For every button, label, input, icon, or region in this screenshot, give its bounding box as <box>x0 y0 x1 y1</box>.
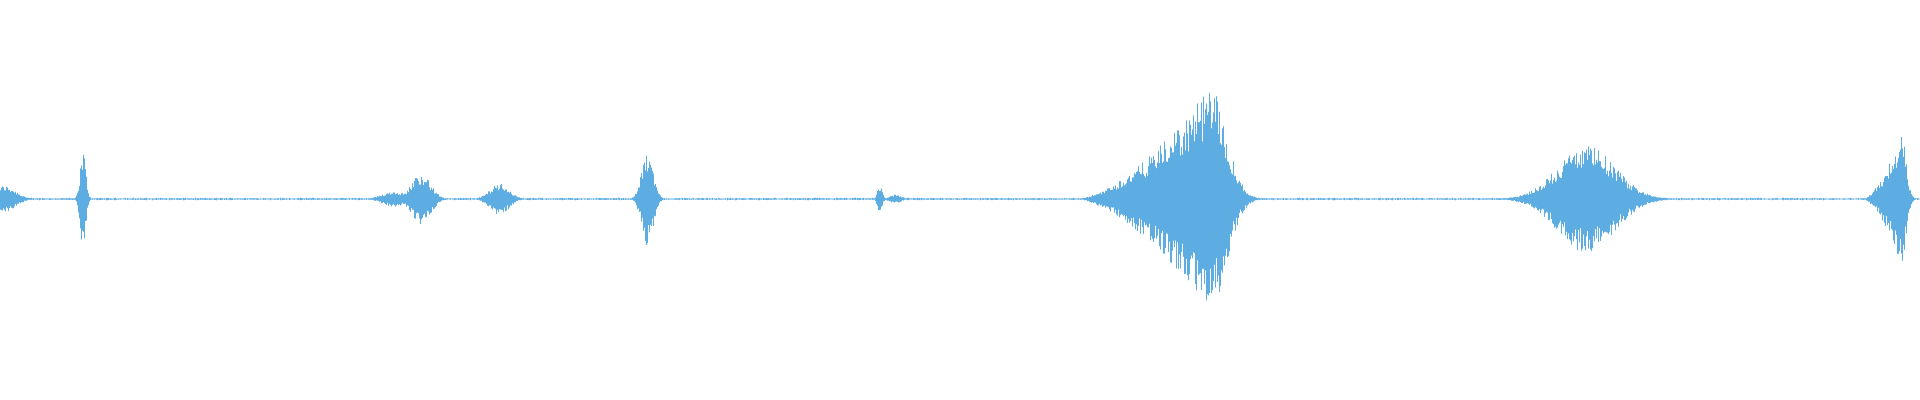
waveform-path <box>0 92 1920 301</box>
